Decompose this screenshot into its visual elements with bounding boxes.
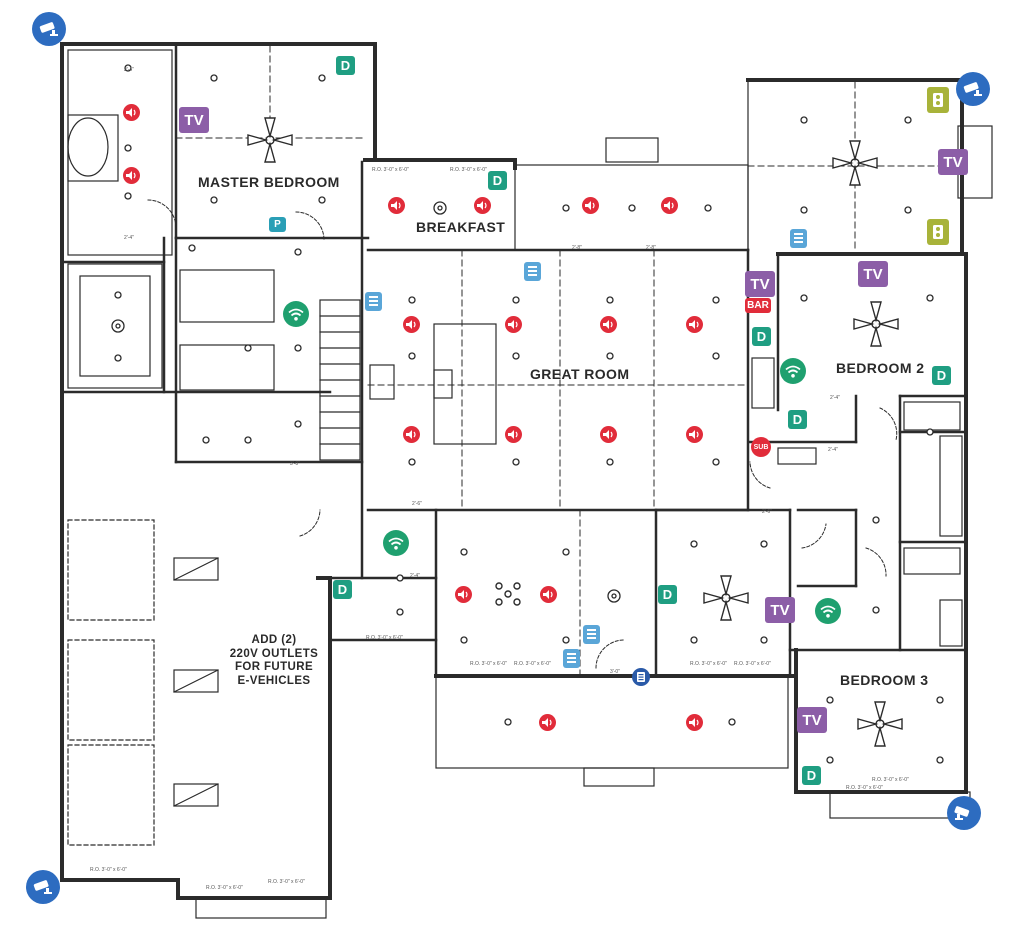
wall-outlet-icon[interactable] bbox=[927, 87, 949, 113]
dimension-label: 2'-4" bbox=[124, 67, 134, 73]
speaker-icon[interactable] bbox=[403, 316, 420, 333]
security-camera-icon[interactable] bbox=[32, 12, 66, 46]
note-line-1: ADD (2) bbox=[251, 634, 297, 646]
keypad-icon[interactable] bbox=[563, 649, 580, 668]
pool-control-icon[interactable]: P bbox=[269, 217, 286, 232]
speaker-icon[interactable] bbox=[455, 586, 472, 603]
wifi-icon[interactable] bbox=[780, 358, 806, 384]
data-drop-icon[interactable]: D bbox=[333, 580, 352, 599]
speaker-icon[interactable] bbox=[474, 197, 491, 214]
security-camera-icon[interactable] bbox=[947, 796, 981, 830]
tv-icon[interactable]: TV bbox=[745, 271, 775, 297]
speaker-icon[interactable] bbox=[388, 197, 405, 214]
speaker-icon[interactable] bbox=[686, 714, 703, 731]
dimension-label: 2'-8" bbox=[572, 245, 582, 251]
data-drop-icon[interactable]: D bbox=[788, 410, 807, 429]
tv-icon[interactable]: TV bbox=[179, 107, 209, 133]
dimension-label: R.O. 3'-0" x 6'-0" bbox=[450, 167, 487, 173]
dimension-label: R.O. 3'-0" x 6'-0" bbox=[206, 885, 243, 891]
wifi-icon[interactable] bbox=[815, 598, 841, 624]
speaker-icon[interactable] bbox=[686, 426, 703, 443]
dimension-label: 2'-4" bbox=[830, 395, 840, 401]
dimension-label: R.O. 3'-0" x 6'-0" bbox=[514, 661, 551, 667]
dimension-label: 2'-4" bbox=[124, 235, 134, 241]
dimension-label: 2'-4" bbox=[828, 447, 838, 453]
keypad-icon[interactable] bbox=[524, 262, 541, 281]
dimension-label: R.O. 3'-0" x 6'-0" bbox=[734, 661, 771, 667]
wifi-icon[interactable] bbox=[383, 530, 409, 556]
dimension-label: R.O. 3'-0" x 6'-0" bbox=[690, 661, 727, 667]
speaker-icon[interactable] bbox=[540, 586, 557, 603]
dimension-label: 2'-4" bbox=[410, 573, 420, 579]
dimension-label: 3'-0" bbox=[610, 669, 620, 675]
speaker-icon[interactable] bbox=[539, 714, 556, 731]
dimension-label: 2'-8" bbox=[646, 245, 656, 251]
speaker-icon[interactable] bbox=[123, 167, 140, 184]
dimension-label: R.O. 3'-0" x 6'-0" bbox=[470, 661, 507, 667]
dimension-label: R.O. 3'-0" x 6'-0" bbox=[872, 777, 909, 783]
room-label-great-room: GREAT ROOM bbox=[530, 366, 630, 382]
room-label-bedroom-2: BEDROOM 2 bbox=[836, 360, 925, 376]
dimension-label: R.O. 3'-0" x 6'-0" bbox=[846, 785, 883, 791]
note-line-2: 220V OUTLETS bbox=[229, 647, 319, 660]
tv-icon[interactable]: TV bbox=[765, 597, 795, 623]
data-drop-icon[interactable]: D bbox=[336, 56, 355, 75]
dimension-label: R.O. 3'-0" x 6'-0" bbox=[268, 879, 305, 885]
room-label-bedroom-3: BEDROOM 3 bbox=[840, 672, 929, 688]
dimension-label: R.O. 3'-0" x 6'-0" bbox=[90, 867, 127, 873]
dimension-label: 3'-0" bbox=[290, 461, 300, 467]
garage-ev-outlets-note: ADD (2) 220V OUTLETS FOR FUTURE E-VEHICL… bbox=[226, 634, 322, 688]
note-line-4: E-VEHICLES bbox=[237, 674, 311, 687]
tv-icon[interactable]: TV bbox=[797, 707, 827, 733]
speaker-icon[interactable] bbox=[123, 104, 140, 121]
subwoofer-icon[interactable]: SUB bbox=[751, 437, 771, 457]
bar-badge[interactable]: BAR bbox=[745, 298, 771, 313]
keypad-icon[interactable] bbox=[583, 625, 600, 644]
speaker-icon[interactable] bbox=[505, 426, 522, 443]
keypad-icon[interactable] bbox=[790, 229, 807, 248]
dimension-label: R.O. 3'-0" x 6'-0" bbox=[366, 635, 403, 641]
security-camera-icon[interactable] bbox=[956, 72, 990, 106]
wifi-icon[interactable] bbox=[283, 301, 309, 327]
dimension-label: R.O. 3'-0" x 6'-0" bbox=[372, 167, 409, 173]
room-label-master-bedroom: MASTER BEDROOM bbox=[198, 174, 340, 190]
speaker-icon[interactable] bbox=[505, 316, 522, 333]
data-drop-icon[interactable]: D bbox=[932, 366, 951, 385]
wall-outlet-icon[interactable] bbox=[927, 219, 949, 245]
data-drop-icon[interactable]: D bbox=[752, 327, 771, 346]
speaker-icon[interactable] bbox=[600, 316, 617, 333]
dimension-label: 2'-6" bbox=[762, 509, 772, 515]
tv-icon[interactable]: TV bbox=[858, 261, 888, 287]
data-drop-icon[interactable]: D bbox=[802, 766, 821, 785]
data-drop-icon[interactable]: D bbox=[488, 171, 507, 190]
speaker-icon[interactable] bbox=[403, 426, 420, 443]
tv-icon[interactable]: TV bbox=[938, 149, 968, 175]
speaker-icon[interactable] bbox=[600, 426, 617, 443]
dimension-label: 2'-6" bbox=[412, 501, 422, 507]
room-label-breakfast: BREAKFAST bbox=[416, 219, 506, 235]
data-drop-icon[interactable]: D bbox=[658, 585, 677, 604]
note-line-3: FOR FUTURE bbox=[234, 661, 314, 674]
control-panel-icon[interactable] bbox=[632, 668, 650, 686]
keypad-icon[interactable] bbox=[365, 292, 382, 311]
speaker-icon[interactable] bbox=[661, 197, 678, 214]
speaker-icon[interactable] bbox=[582, 197, 599, 214]
security-camera-icon[interactable] bbox=[26, 870, 60, 904]
speaker-icon[interactable] bbox=[686, 316, 703, 333]
